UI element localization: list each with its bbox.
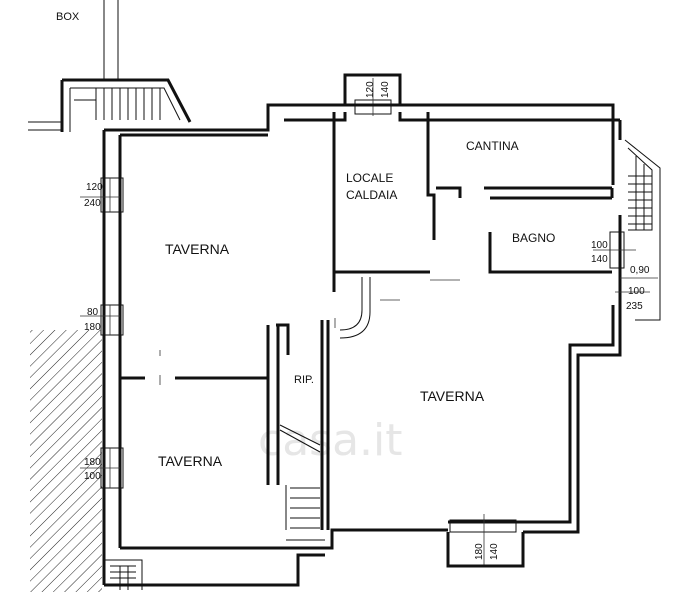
room-cantina: CANTINA	[466, 139, 519, 153]
dim-window-bottom-b: 140	[489, 543, 500, 560]
dim-window-left2-b: 180	[84, 322, 101, 333]
stairs-top-left	[28, 0, 192, 132]
dim-window-bottom-a: 180	[474, 543, 485, 560]
room-taverna-bottom-left: TAVERNA	[158, 453, 223, 469]
room-rip: RIP.	[294, 374, 314, 386]
outer-walls	[102, 73, 622, 587]
dim-window-bagno-b: 140	[591, 254, 608, 265]
room-bagno: BAGNO	[512, 231, 555, 245]
stairs-right	[624, 139, 661, 321]
interior-walls	[120, 112, 614, 530]
stairs-bottom-left	[104, 559, 143, 590]
room-taverna-right: TAVERNA	[420, 388, 485, 404]
watermark: casa.it	[258, 415, 403, 466]
bottom-box-recess	[446, 532, 525, 568]
dim-window-right-b: 235	[626, 301, 643, 312]
dim-window-left2-a: 80	[87, 307, 99, 318]
dim-window-top-b: 140	[380, 81, 391, 98]
dim-window-left3-a: 180	[84, 457, 101, 468]
curved-passage	[339, 277, 371, 339]
hatched-terrain	[30, 330, 102, 592]
room-taverna-top-left: TAVERNA	[165, 241, 230, 257]
stairs-interior	[279, 424, 325, 549]
dim-window-left1-a: 120	[86, 182, 103, 193]
room-locale-line2: CALDAIA	[346, 188, 397, 202]
room-locale-line1: LOCALE	[346, 171, 393, 185]
dim-window-top-a: 120	[365, 81, 376, 98]
top-box-recess	[343, 73, 402, 107]
dim-window-right-a: 100	[628, 286, 645, 297]
small-marks	[80, 196, 658, 469]
dim-window-bagno-a: 100	[591, 240, 608, 251]
dim-step: 0,90	[630, 265, 650, 276]
box-label: BOX	[56, 11, 80, 23]
dim-window-left1-b: 240	[84, 198, 101, 209]
dim-window-left3-b: 100	[84, 471, 101, 482]
